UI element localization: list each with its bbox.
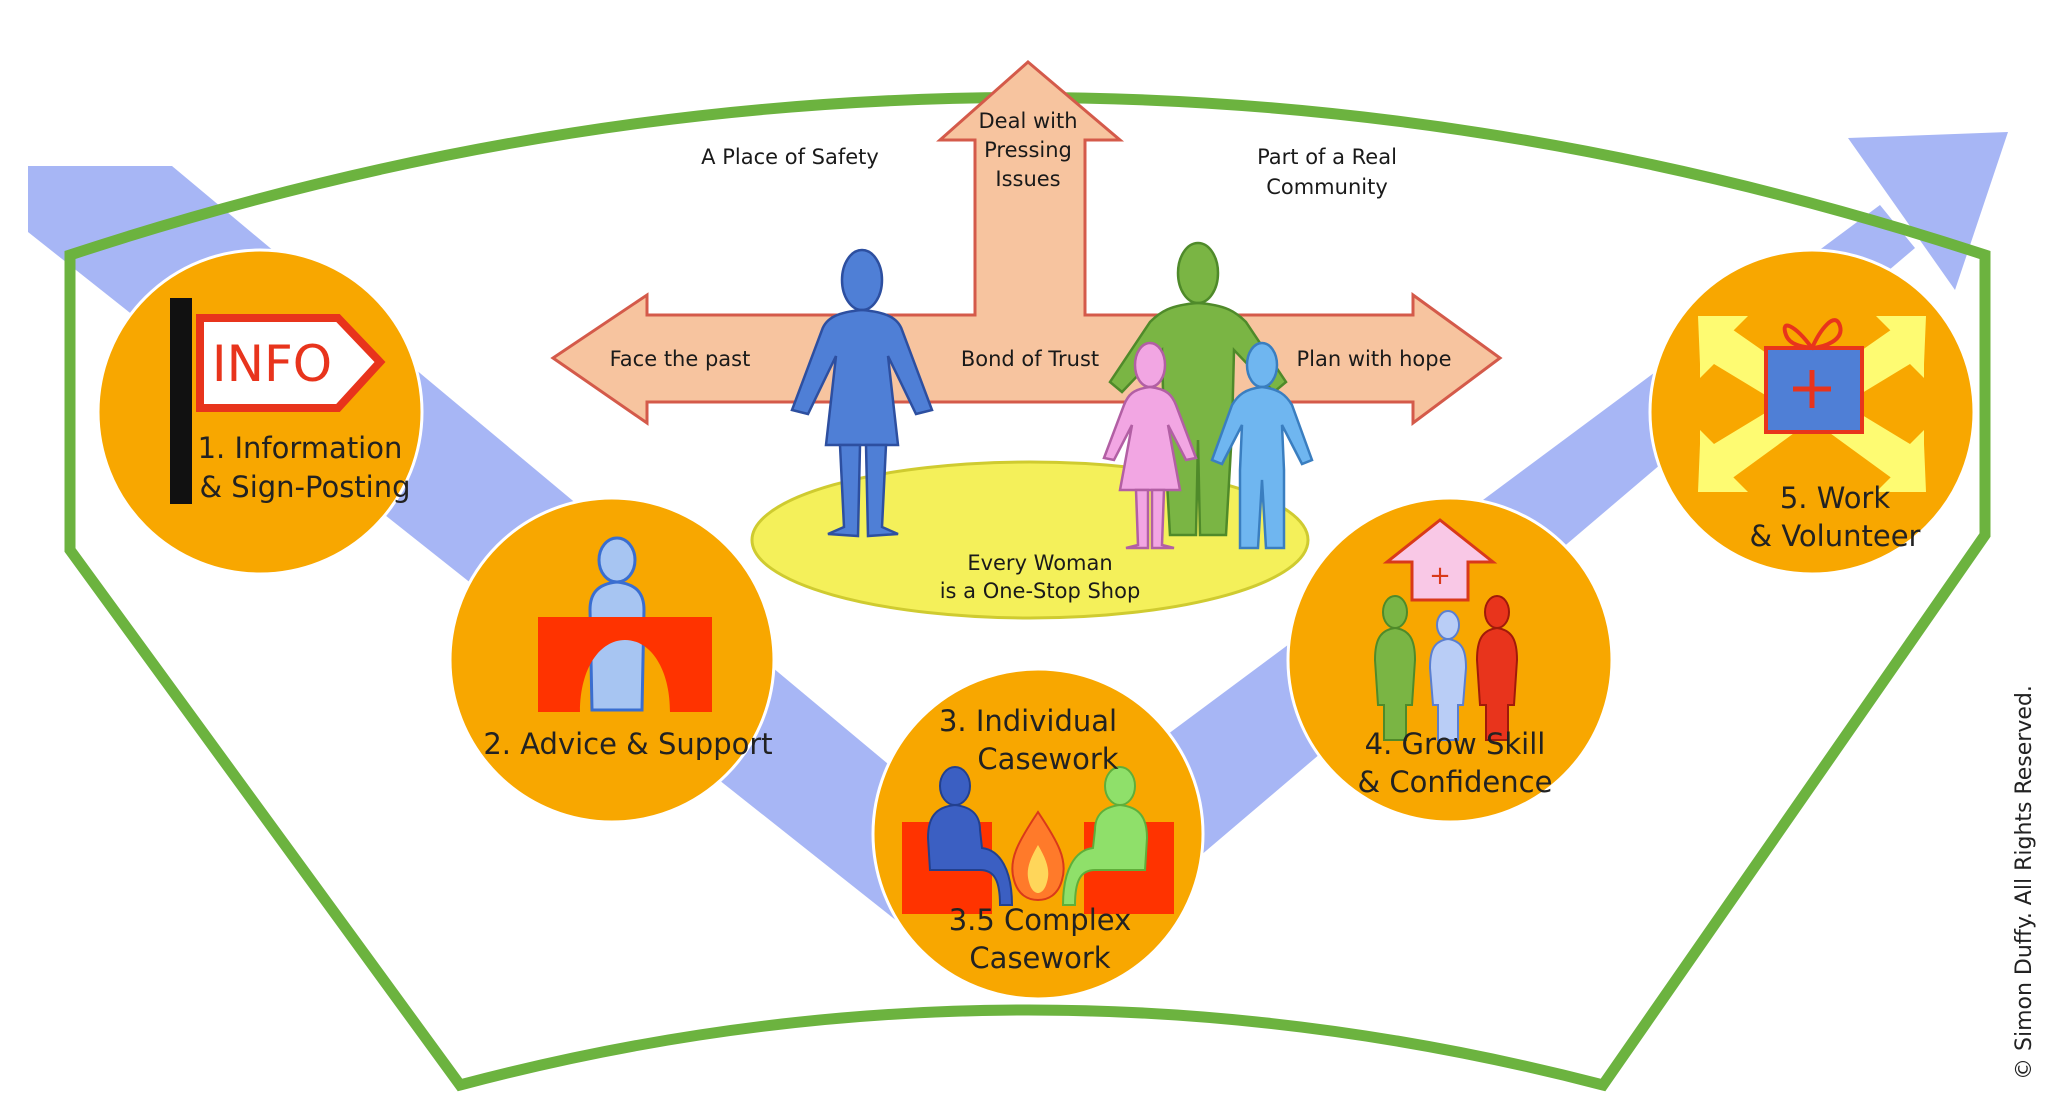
step-5-work: 5. Work & Volunteer (1648, 248, 1976, 576)
step-3-5-label-2: Casework (969, 941, 1110, 975)
step-2-label: 2. Advice & Support (483, 727, 772, 761)
step-3-casework: 3. Individual Casework 3.5 Complex Casew… (871, 667, 1205, 1001)
real-community-label-2: Community (1266, 175, 1388, 199)
girl-figure-icon (1102, 341, 1198, 550)
step-5-label-2: & Volunteer (1750, 519, 1921, 553)
casework-fire-icon (902, 766, 1174, 914)
signpost-pole (170, 298, 192, 504)
info-sign-icon: INFO (196, 314, 386, 412)
step-4-label-2: & Confidence (1358, 765, 1553, 799)
arrow-top-label-3: Issues (995, 167, 1060, 191)
gift-box-icon (1698, 316, 1926, 492)
man-figure-icon (1108, 241, 1288, 537)
step-5-label-1: 5. Work (1780, 481, 1891, 515)
step-3-label-2: Casework (977, 742, 1118, 776)
cross-arrow-shape (550, 60, 1503, 426)
step-1-label-2: & Sign-Posting (199, 470, 410, 504)
step-3-5-label-1: 3.5 Complex (949, 903, 1132, 937)
cross-arrow (550, 60, 1503, 426)
step-1-information: INFO 1. Information & Sign-Posting (96, 248, 424, 576)
house-people-icon: + (1373, 518, 1519, 741)
arrow-top-label-2: Pressing (984, 138, 1072, 162)
boy-figure-icon (1210, 341, 1314, 550)
info-sign-text: INFO (212, 335, 332, 393)
woman-figure-icon (790, 248, 934, 538)
desk-person-icon (538, 536, 712, 712)
step-4-label-1: 4. Grow Skill (1365, 727, 1546, 761)
copyright-notice: © Simon Duffy. All Rights Reserved. (2012, 685, 2037, 1080)
real-community-label-1: Part of a Real (1257, 145, 1397, 169)
stage-label-2: is a One-Stop Shop (940, 579, 1141, 603)
arrow-right-label: Plan with hope (1297, 347, 1452, 371)
place-of-safety-label: A Place of Safety (701, 145, 879, 169)
step-3-label-1: 3. Individual (939, 704, 1117, 738)
step-4-grow-skill: + 4. Grow Skill & Confidence (1286, 496, 1614, 824)
arrow-top-label-1: Deal with (978, 109, 1077, 133)
arrow-left-label: Face the past (610, 347, 751, 371)
stage-label-1: Every Woman (967, 551, 1112, 575)
bond-of-trust-label: Bond of Trust (961, 347, 1099, 371)
green-frame (64, 92, 1991, 1092)
step-2-advice: 2. Advice & Support (448, 496, 776, 824)
step-1-label-1: 1. Information (198, 431, 403, 465)
house-plus-glyph: + (1429, 561, 1451, 591)
